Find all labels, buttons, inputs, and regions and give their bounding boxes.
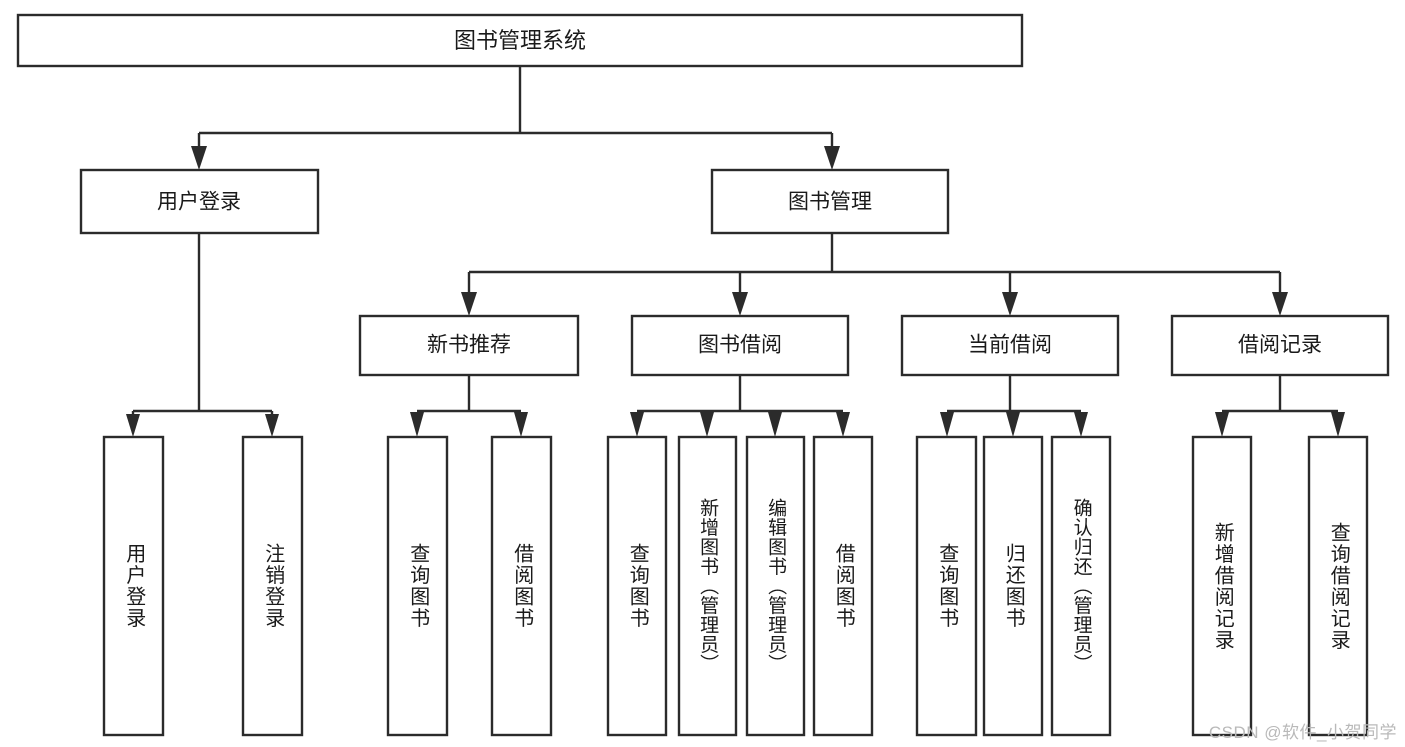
book-manage-box[interactable] [710, 168, 950, 235]
arrow-borrow-record [1272, 292, 1288, 316]
connectors-borrow-record-to-leaves [1215, 375, 1345, 437]
leaf-label: 查询图书 [406, 543, 429, 629]
arrow-new-book [461, 292, 477, 316]
borrow-record-box[interactable] [1170, 314, 1390, 377]
book-borrow-label: 图书借阅 [698, 334, 782, 357]
arrow-leaf-book-borrow-3 [768, 412, 782, 437]
leaf-label: 确认归还（管理员） [1070, 498, 1092, 674]
arrow-leaf-current-borrow-1 [940, 412, 954, 437]
arrow-leaf-user-login-1 [126, 414, 140, 437]
leaf-label: 查询图书 [626, 543, 649, 629]
leaf-box-current-borrow-3[interactable] [1050, 435, 1112, 737]
leaf-current-borrow-1[interactable]: 查询图书 [917, 437, 976, 735]
node-user-login[interactable]: 用户登录 [79, 168, 320, 235]
leaf-label: 查询借阅记录 [1327, 521, 1350, 651]
arrow-leaf-new-book-1 [410, 412, 424, 437]
connectors-root-to-level2 [191, 66, 840, 170]
leaf-borrow-record-2[interactable]: 查询借阅记录 [1309, 437, 1367, 735]
connectors-new-book-to-leaves [410, 375, 528, 437]
leaf-label: 编辑图书（管理员） [765, 498, 787, 674]
leaf-label: 用户登录 [122, 543, 145, 629]
connectors-user-login-to-leaves [126, 233, 279, 437]
leaf-label: 新增图书（管理员） [697, 498, 719, 674]
book-manage-label: 图书管理 [788, 191, 872, 214]
arrow-leaf-book-borrow-2 [700, 412, 714, 437]
leaf-box-book-borrow-4[interactable] [812, 435, 874, 737]
leaf-book-borrow-2[interactable]: 新增图书（管理员） [679, 437, 736, 735]
leaf-box-borrow-record-1[interactable] [1191, 435, 1253, 737]
leaf-boxes [102, 435, 1369, 737]
watermark: CSDN @软件_小贺同学 [1208, 723, 1397, 742]
arrow-book-borrow [732, 292, 748, 316]
root-label: 图书管理系统 [454, 28, 586, 53]
node-new-book-recommend[interactable]: 新书推荐 [358, 314, 580, 377]
arrow-leaf-book-borrow-1 [630, 412, 644, 437]
leaf-box-book-borrow-2[interactable] [677, 435, 738, 737]
current-borrow-box[interactable] [900, 314, 1120, 377]
node-root[interactable]: 图书管理系统 [16, 13, 1024, 68]
root-box[interactable] [16, 13, 1024, 68]
leaf-box-new-book-2[interactable] [490, 435, 553, 737]
new-book-recommend-label: 新书推荐 [427, 334, 511, 357]
node-borrow-record[interactable]: 借阅记录 [1170, 314, 1390, 377]
arrow-leaf-borrow-record-2 [1331, 412, 1345, 437]
arrow-leaf-user-login-2 [265, 414, 279, 437]
leaf-box-borrow-record-2[interactable] [1307, 435, 1369, 737]
leaf-label: 注销登录 [261, 543, 284, 629]
connectors-book-borrow-to-leaves [630, 375, 850, 437]
book-borrow-box[interactable] [630, 314, 850, 377]
leaf-box-new-book-1[interactable] [386, 435, 449, 737]
leaf-book-borrow-4[interactable]: 借阅图书 [814, 437, 872, 735]
arrow-leaf-borrow-record-1 [1215, 412, 1229, 437]
node-book-borrow[interactable]: 图书借阅 [630, 314, 850, 377]
leaf-user-login-2[interactable]: 注销登录 [243, 437, 302, 735]
node-book-manage[interactable]: 图书管理 [710, 168, 950, 235]
user-login-label: 用户登录 [157, 191, 241, 214]
leaf-box-user-login-1[interactable] [102, 435, 165, 737]
leaf-current-borrow-3[interactable]: 确认归还（管理员） [1052, 437, 1110, 735]
connectors-book-manage-to-level3 [461, 233, 1288, 316]
new-book-recommend-box[interactable] [358, 314, 580, 377]
connectors-current-borrow-to-leaves [940, 375, 1088, 437]
leaf-box-user-login-2[interactable] [241, 435, 304, 737]
leaf-box-current-borrow-1[interactable] [915, 435, 978, 737]
leaf-new-book-2[interactable]: 借阅图书 [492, 437, 551, 735]
leaf-label: 借阅图书 [832, 543, 855, 629]
node-current-borrow[interactable]: 当前借阅 [900, 314, 1120, 377]
user-login-box[interactable] [79, 168, 320, 235]
leaf-user-login-1[interactable]: 用户登录 [104, 437, 163, 735]
arrow-leaf-book-borrow-4 [836, 412, 850, 437]
arrow-leaf-new-book-2 [514, 412, 528, 437]
borrow-record-label: 借阅记录 [1238, 334, 1322, 357]
arrow-leaf-current-borrow-2 [1006, 412, 1020, 437]
leaf-new-book-1[interactable]: 查询图书 [388, 437, 447, 735]
leaf-current-borrow-2[interactable]: 归还图书 [984, 437, 1042, 735]
arrow-book-manage [824, 146, 840, 170]
leaf-borrow-record-1[interactable]: 新增借阅记录 [1193, 437, 1251, 735]
leaf-label: 借阅图书 [510, 543, 533, 629]
leaf-box-book-borrow-3[interactable] [745, 435, 806, 737]
arrow-user-login [191, 146, 207, 170]
leaf-box-current-borrow-2[interactable] [982, 435, 1044, 737]
leaf-label: 归还图书 [1002, 543, 1025, 629]
leaf-book-borrow-3[interactable]: 编辑图书（管理员） [747, 437, 804, 735]
leaf-box-book-borrow-1[interactable] [606, 435, 668, 737]
leaf-label: 查询图书 [935, 543, 958, 629]
arrow-current-borrow [1002, 292, 1018, 316]
current-borrow-label: 当前借阅 [968, 334, 1052, 357]
arrow-leaf-current-borrow-3 [1074, 412, 1088, 437]
leaf-label: 新增借阅记录 [1211, 521, 1234, 651]
leaf-book-borrow-1[interactable]: 查询图书 [608, 437, 666, 735]
